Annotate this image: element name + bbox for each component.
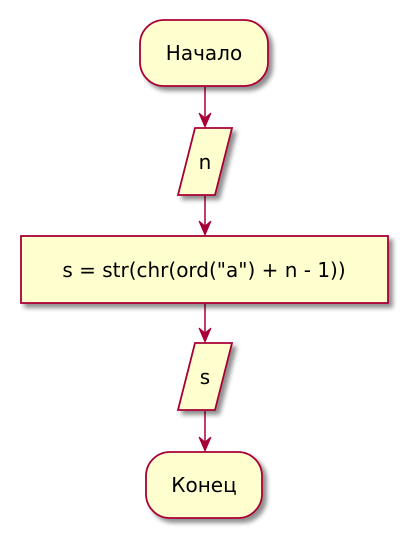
arrowheads — [198, 112, 212, 453]
input-node — [176, 127, 234, 196]
end-label: Конец — [171, 473, 236, 497]
start-node — [139, 19, 269, 87]
arrowhead-process — [198, 220, 212, 237]
output-label: s — [200, 365, 210, 389]
process-node — [20, 235, 389, 304]
output-node — [176, 342, 234, 411]
arrowhead-input — [198, 112, 212, 129]
arrowhead-output — [198, 327, 212, 344]
input-label: n — [199, 150, 212, 174]
arrowhead-end — [198, 436, 212, 453]
start-label: Начало — [166, 41, 242, 65]
process-label: s = str(chr(ord("a") + n - 1)) — [62, 258, 345, 282]
end-node — [145, 451, 263, 519]
